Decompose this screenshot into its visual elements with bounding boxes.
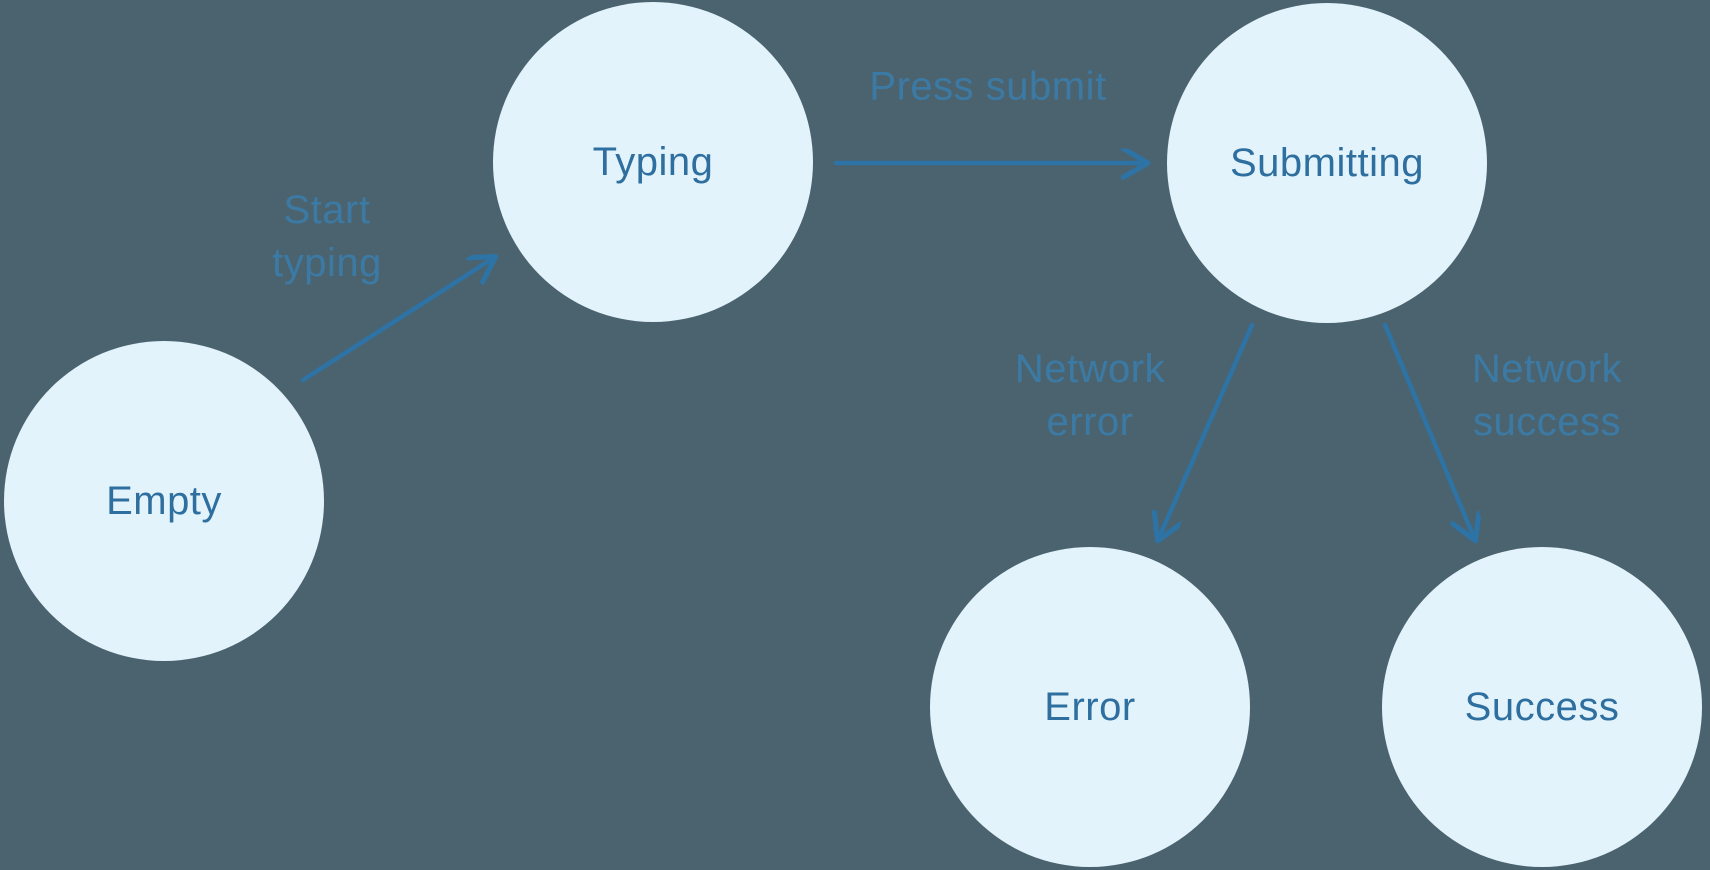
edge-label-press-submit: Press submit: [869, 64, 1107, 109]
state-node-success-label: Success: [1464, 684, 1620, 729]
state-node-empty-label: Empty: [106, 478, 222, 523]
edge-label-network-success: Network success: [1471, 347, 1623, 444]
edge-label-start-typing: Start typing: [272, 188, 382, 285]
state-node-error-label: Error: [1044, 684, 1136, 729]
edge-submitting-success-arrow: [1382, 322, 1475, 540]
state-node-empty: Empty: [4, 341, 324, 661]
state-node-typing-label: Typing: [592, 139, 714, 184]
state-node-submitting: Submitting: [1167, 3, 1487, 323]
edge-submitting-error-arrow: [1158, 322, 1255, 540]
state-node-typing: Typing: [493, 2, 813, 322]
state-node-submitting-label: Submitting: [1230, 140, 1424, 185]
state-node-success: Success: [1382, 547, 1702, 867]
state-node-error: Error: [930, 547, 1250, 867]
edge-empty-typing-arrow: [300, 257, 495, 383]
edge-label-network-error: Network error: [1014, 347, 1166, 444]
